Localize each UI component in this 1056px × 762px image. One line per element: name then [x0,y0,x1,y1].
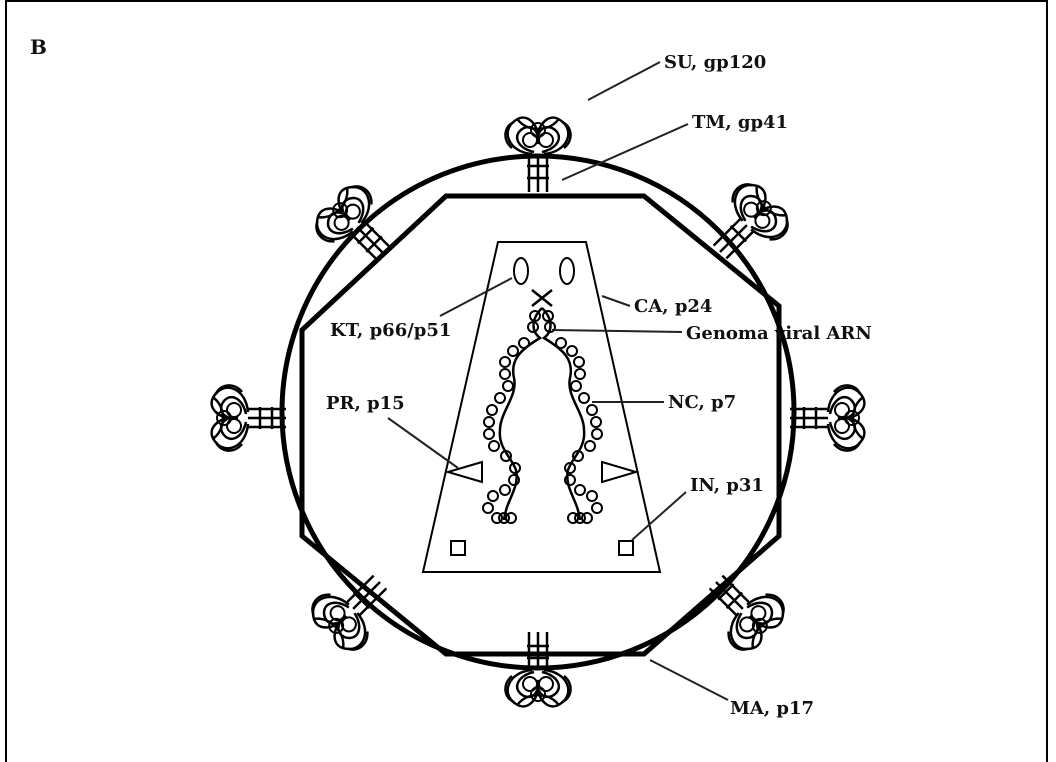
integrase-left [451,541,465,555]
genome-rna-ends [532,290,552,306]
kt-leader-line [440,278,512,316]
label-ma: MA, p17 [730,698,814,719]
label-ca: CA, p24 [634,296,712,317]
glycoprotein-spike-bottom-right [693,559,792,658]
pr-leader-line [388,418,458,468]
label-in: IN, p31 [690,475,764,496]
matrix-shell [302,196,779,654]
glycoprotein-spike-right [790,385,864,450]
integrase-right [619,541,633,555]
reverse-transcriptase-right [560,258,574,284]
in-leader-line [632,492,686,540]
label-pr: PR, p15 [326,393,405,414]
genome-leader-line [552,330,682,332]
panel-letter: B [30,35,47,59]
label-nc: NC, p7 [668,392,736,413]
glycoprotein-spike-top-left [308,178,407,277]
capsid-core [423,242,660,572]
protease-right [602,462,636,482]
label-kt: KT, p66/p51 [330,320,451,341]
ma-leader-line [650,660,728,700]
nucleocapsid-beads [483,311,602,523]
label-genome: Genoma viral ARN [686,323,872,344]
reverse-transcriptase-left [514,258,528,284]
label-su: SU, gp120 [664,52,766,73]
ca-leader-line [602,296,630,306]
su-leader-line [588,62,660,100]
label-tm: TM, gp41 [692,112,788,133]
glycoprotein-spike-left [212,385,286,450]
genome-rna-right [542,308,584,520]
